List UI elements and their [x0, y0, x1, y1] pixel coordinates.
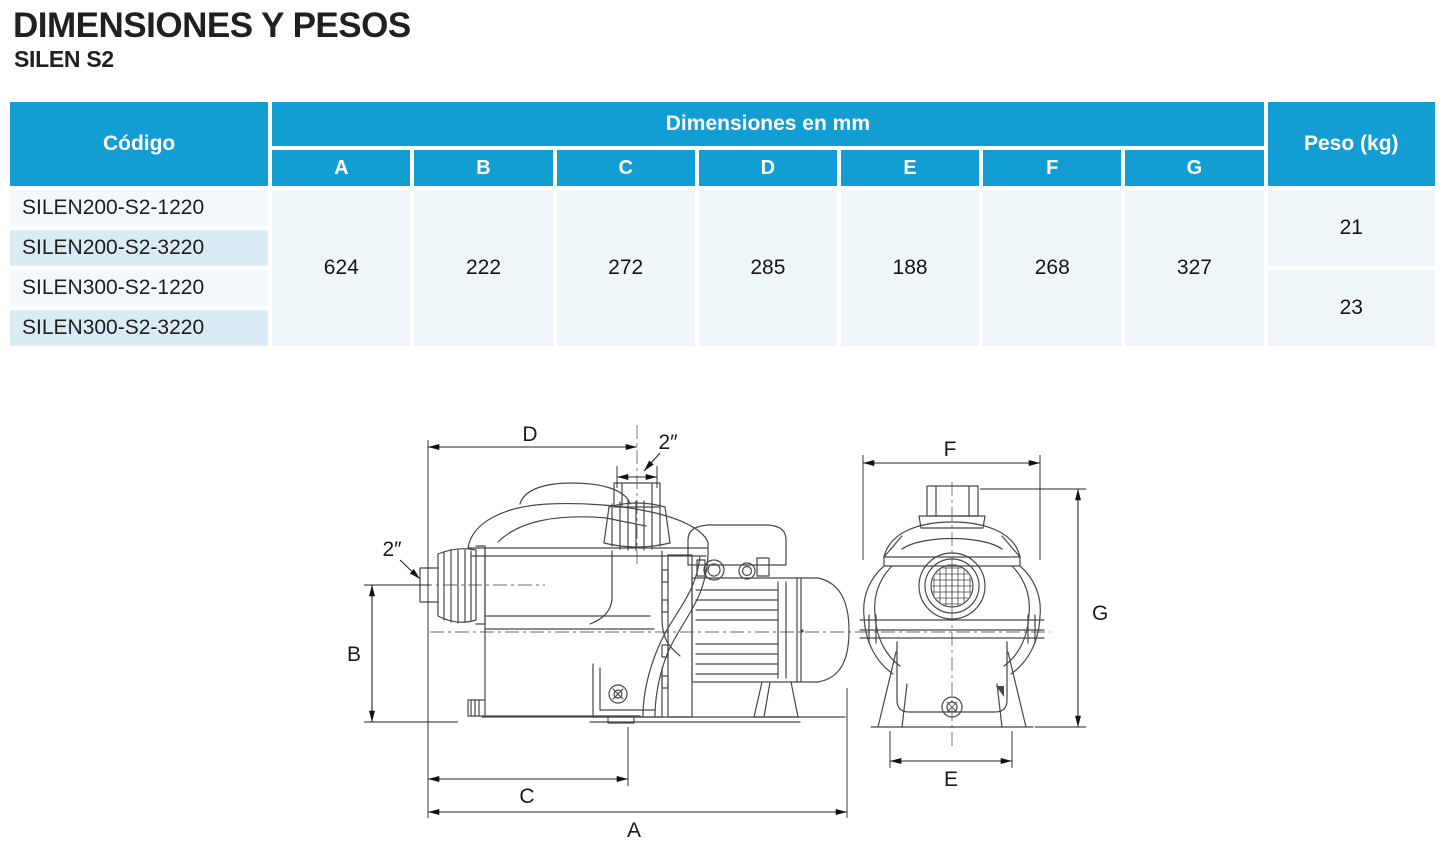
dim-label-e: E	[944, 768, 958, 791]
code-cell: SILEN200-S2-1220	[10, 190, 269, 226]
header-codigo: Código	[10, 102, 269, 186]
col-header-g: G	[1125, 150, 1264, 186]
dim-value-b: 222	[414, 190, 553, 346]
code-cell: SILEN300-S2-3220	[10, 310, 269, 346]
table-row: SILEN200-S2-3220	[10, 230, 1435, 266]
page-subtitle: SILEN S2	[14, 46, 114, 72]
dim-label-d: D	[522, 423, 537, 446]
dim-label-inlet-size: 2″	[382, 538, 402, 561]
pump-front-view	[856, 482, 1050, 748]
col-header-e: E	[840, 150, 980, 186]
col-header-f: F	[983, 150, 1122, 186]
col-header-d: D	[698, 150, 837, 186]
table-row: SILEN300-S2-3220	[10, 310, 1435, 346]
code-cell: SILEN300-S2-1220	[10, 270, 269, 306]
pump-side-view	[418, 425, 858, 724]
dim-label-g: G	[1092, 602, 1108, 625]
dim-value-e: 188	[840, 190, 980, 346]
table-row: SILEN300-S2-1220 23	[10, 270, 1435, 346]
col-header-c: C	[556, 150, 695, 186]
dim-label-b: B	[347, 643, 361, 666]
header-dimensiones: Dimensiones en mm	[272, 102, 1264, 146]
dim-label-f: F	[944, 438, 957, 461]
dim-label-outlet-size: 2″	[658, 431, 678, 454]
pump-technical-drawing: D 2″ 2″ B C A F	[347, 423, 1108, 842]
col-header-b: B	[414, 150, 553, 186]
page-title: DIMENSIONES Y PESOS	[13, 6, 411, 45]
dim-value-f: 268	[983, 190, 1122, 346]
weight-cell-21: 21	[1267, 190, 1435, 266]
dim-value-g: 327	[1125, 190, 1264, 346]
dim-label-c: C	[519, 785, 534, 808]
dimension-lines: D 2″ 2″ B C A F	[347, 423, 1108, 842]
dimensions-table: Código Dimensiones en mm Peso (kg) A B C…	[6, 98, 1439, 350]
dim-value-a: 624	[272, 190, 411, 346]
dim-value-d: 285	[698, 190, 837, 346]
table-row: SILEN200-S2-1220 624 222 272 285 188 268…	[10, 190, 1435, 346]
header-peso: Peso (kg)	[1267, 102, 1435, 186]
col-header-a: A	[272, 150, 411, 186]
dim-value-c: 272	[556, 190, 695, 346]
code-cell: SILEN200-S2-3220	[10, 230, 269, 266]
dim-label-a: A	[627, 819, 641, 842]
weight-cell-23: 23	[1267, 270, 1435, 346]
